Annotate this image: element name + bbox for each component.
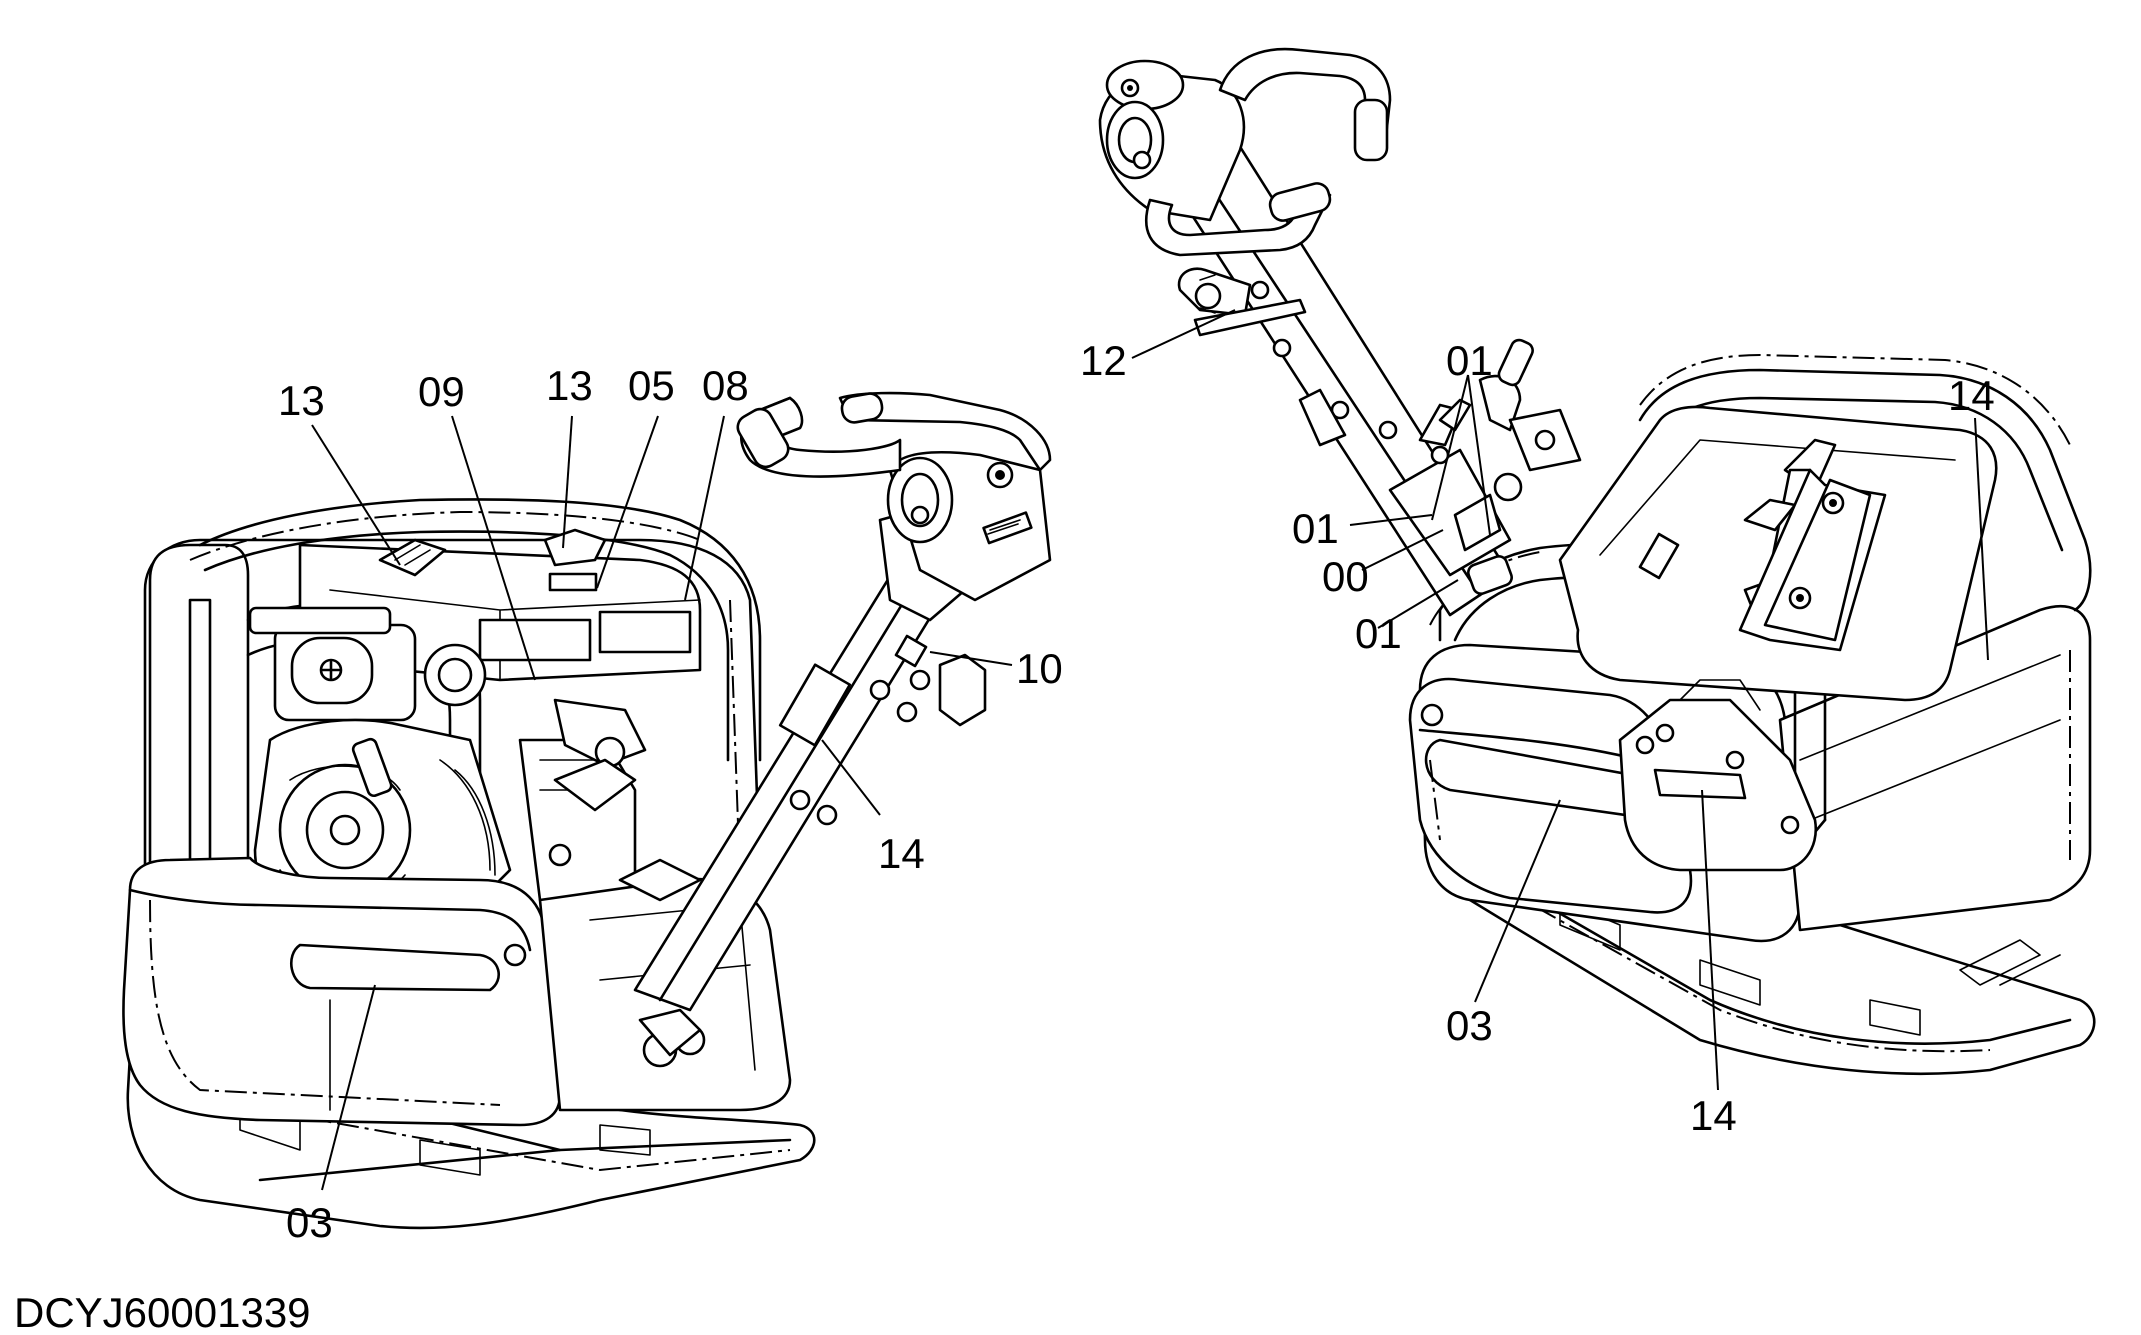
engine-left <box>253 698 647 912</box>
service-plate-right <box>1738 468 1887 652</box>
callout-12-right: 12 <box>1080 337 1127 384</box>
callout-08-left: 08 <box>702 362 749 409</box>
callout-14-left: 14 <box>878 830 925 877</box>
air-filter-left <box>248 606 487 722</box>
callout-10-left: 10 <box>1016 645 1063 692</box>
callout-01-right-a: 01 <box>1446 337 1493 384</box>
belt-guard-left <box>122 856 562 1127</box>
side-cover-right <box>1618 679 1818 872</box>
callout-03-left: 03 <box>286 1199 333 1246</box>
throttle-lever-right <box>1177 267 1307 337</box>
right-plate-compactor <box>1098 47 2096 1076</box>
callout-05-left: 05 <box>628 362 675 409</box>
callout-13-left-b: 13 <box>546 362 593 409</box>
callout-leaders-right <box>1131 309 1989 1091</box>
callout-leaders-left <box>311 415 1013 1191</box>
document-id: DCYJ60001339 <box>14 1289 311 1335</box>
callout-00-right: 00 <box>1322 553 1369 600</box>
left-plate-compactor <box>122 391 1052 1230</box>
callout-13-left-a: 13 <box>278 377 325 424</box>
handle-head-right <box>1098 59 1246 222</box>
handlebar-right <box>1145 47 1392 257</box>
handlebar-left <box>736 391 1052 478</box>
callout-14-right-b: 14 <box>1690 1092 1737 1139</box>
callout-09-left: 09 <box>418 368 465 415</box>
callout-01-right-b: 01 <box>1292 505 1339 552</box>
callout-01-right-c: 01 <box>1355 610 1402 657</box>
handle-head-left <box>886 450 1052 602</box>
callout-03-right: 03 <box>1446 1002 1493 1049</box>
callout-14-right-a: 14 <box>1948 372 1995 419</box>
